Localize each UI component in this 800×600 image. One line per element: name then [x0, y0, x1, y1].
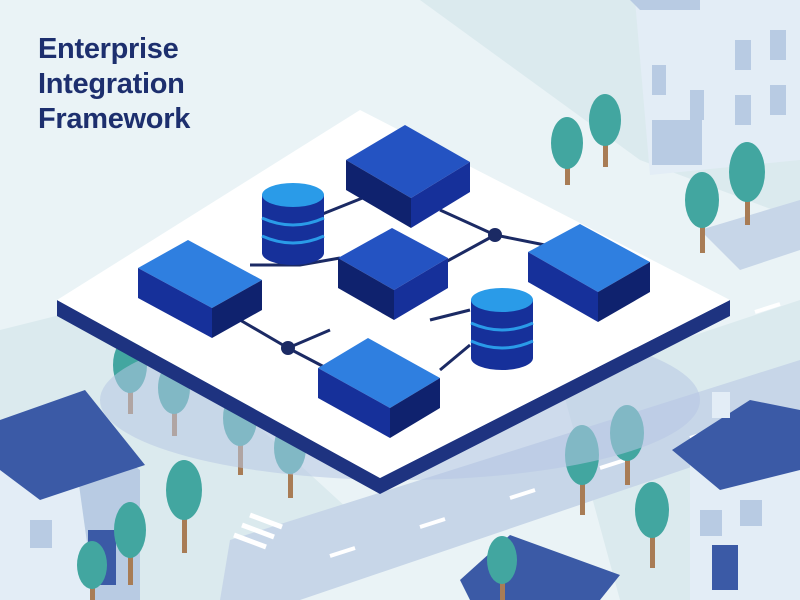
building-window	[735, 40, 751, 70]
road-marking	[329, 546, 356, 558]
office-building	[630, 0, 800, 175]
road-marking	[509, 488, 536, 500]
house-bottom-right	[672, 392, 800, 600]
tree-icon	[77, 541, 107, 600]
building-window	[690, 90, 704, 120]
building-window	[770, 30, 786, 60]
tree-icon	[166, 460, 202, 553]
connector-line	[250, 256, 341, 267]
house-roof	[0, 390, 145, 500]
tree-icon	[635, 482, 669, 568]
title-line-2: Integration	[38, 68, 185, 100]
crosswalk-stripe	[233, 532, 267, 550]
page-title: Enterprise Integration Framework	[38, 32, 190, 137]
tree-icon	[114, 502, 146, 585]
house-window	[740, 500, 762, 526]
tree-icon	[729, 142, 765, 225]
database-icon	[470, 288, 534, 370]
house-chimney	[712, 392, 730, 418]
tree-icon	[487, 536, 517, 600]
integration-platform	[57, 110, 730, 494]
title-line-3: Framework	[38, 103, 191, 135]
house-window	[700, 510, 722, 536]
cube-icon	[138, 240, 262, 338]
cube-icon	[346, 125, 470, 228]
cube-icon	[528, 224, 650, 322]
title-line-1: Enterprise	[38, 33, 179, 65]
house-roof	[672, 400, 800, 490]
building-entrance	[652, 120, 702, 165]
connector-line	[439, 343, 471, 372]
road	[700, 200, 800, 270]
tree-icon	[589, 94, 621, 167]
node-dot-icon	[488, 228, 502, 242]
house-window	[30, 520, 52, 548]
building-window	[770, 85, 786, 115]
cube-icon	[318, 338, 440, 438]
database-icon	[261, 183, 325, 265]
house-door	[712, 545, 738, 590]
building-window	[652, 65, 666, 95]
building-roof	[630, 0, 700, 10]
road-marking	[419, 517, 446, 529]
connector-line	[429, 308, 471, 322]
house-bottom-left	[0, 390, 145, 600]
building-window	[735, 95, 751, 125]
road-marking	[599, 458, 626, 470]
crosswalk-stripe	[249, 512, 283, 530]
road-marking	[754, 302, 781, 314]
connector-line	[439, 233, 496, 267]
cube-icon	[338, 228, 448, 320]
tree-icon	[551, 117, 583, 185]
tree-icon	[685, 172, 719, 253]
crosswalk-stripe	[241, 522, 275, 540]
node-dot-icon	[281, 341, 295, 355]
